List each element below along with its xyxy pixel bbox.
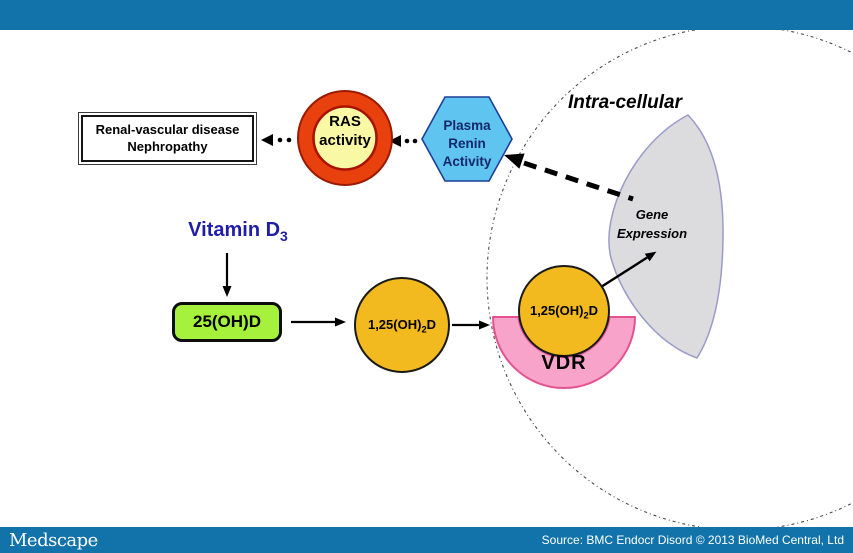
- dashed-arrow-head: [504, 153, 525, 169]
- dotted-arrow-dot: [277, 137, 283, 143]
- dotted-arrow-dot: [412, 138, 418, 144]
- calcitriol-circle-left: [354, 277, 450, 373]
- ras-inner-circle: [312, 105, 378, 171]
- arrow-to-gene-expression: [600, 251, 657, 289]
- dashed-arrow-line: [523, 160, 634, 202]
- footer-bar: Medscape Source: BMC Endocr Disord © 201…: [0, 527, 853, 553]
- cell-membrane-arc: [486, 25, 853, 531]
- source-credit: Source: BMC Endocr Disord © 2013 BioMed …: [541, 533, 844, 547]
- calcitriol-circle-right: [518, 265, 610, 357]
- dotted-arrow-dot: [404, 138, 410, 144]
- plasma-renin-hexagon: [421, 96, 513, 182]
- medscape-logo: Medscape: [9, 529, 98, 551]
- dotted-arrow-head-to-box: [261, 134, 273, 146]
- top-banner-bar: [0, 0, 853, 30]
- dotted-arrow-head-to-ras: [389, 135, 401, 147]
- dotted-arrow-dot: [286, 137, 292, 143]
- nucleus-shape: [608, 114, 724, 359]
